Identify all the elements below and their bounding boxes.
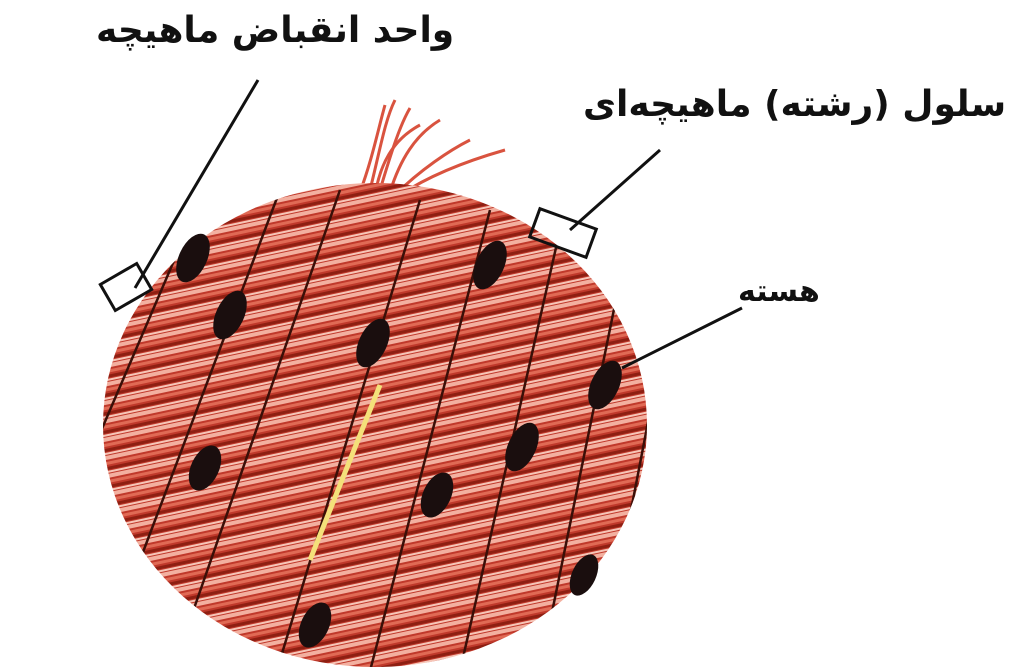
muscle-bundle <box>80 183 660 671</box>
label-muscle-cell: سلول (رشته) ماهیچه‌ای <box>583 84 1006 125</box>
label-contraction-unit: واحد انقباض ماهیچه <box>96 10 454 51</box>
label-nucleus: هسته <box>738 274 820 309</box>
fibre-tuft <box>360 100 505 195</box>
